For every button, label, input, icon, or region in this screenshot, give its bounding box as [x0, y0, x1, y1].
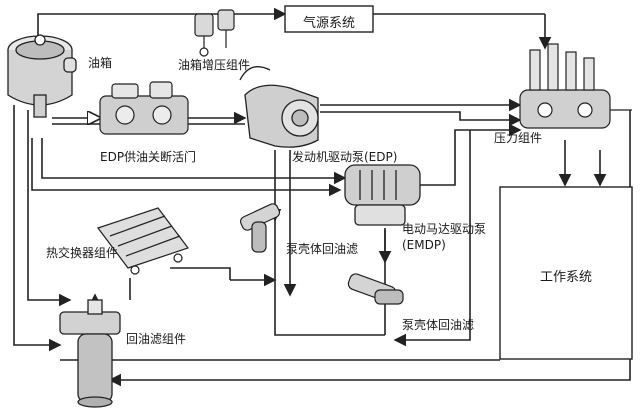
emdp-supply-line [31, 138, 342, 197]
work-system-label: 工作系统 [539, 270, 592, 285]
left-return-line [13, 105, 62, 352]
air-source-label: 气源系统 [302, 16, 355, 31]
edp-label: 发动机驱动泵(EDP) [292, 150, 398, 164]
case-filter-1-illustration [239, 203, 281, 253]
heat-exchanger-label: 热交换器组件 [46, 246, 119, 260]
emdp-label-line1: 电动马达驱动泵 [402, 222, 487, 236]
pipe-lines [13, 7, 631, 387]
case-filter-1-label: 泵壳体回油滤 [286, 242, 359, 256]
tank-boost-label: 油箱增压组件 [178, 58, 251, 72]
emdp-label-line2: (EMDP) [402, 238, 446, 252]
tank-illustration [7, 34, 77, 118]
work-system-box [499, 186, 633, 360]
tank-boost-illustration [194, 9, 235, 57]
case-filter-2-illustration [347, 273, 404, 305]
return-filter-illustration [59, 299, 121, 408]
case-filter-2-label: 泵壳体回油滤 [402, 318, 475, 332]
pressure-assembly-label: 压力组件 [494, 131, 543, 145]
heat-exchanger-illustration [97, 207, 189, 275]
edp-illustration [239, 66, 319, 148]
edp-shutoff-label: EDP供油关断活门 [100, 150, 197, 164]
air-source-box [284, 5, 374, 33]
return-filter-label: 回油滤组件 [126, 332, 187, 346]
emdp-illustration [344, 164, 421, 226]
edp-shutoff-valve-illustration [99, 81, 189, 135]
tank-label: 油箱 [88, 56, 113, 70]
pressure-assembly-illustration [519, 43, 632, 129]
air-supply-line [37, 7, 287, 40]
